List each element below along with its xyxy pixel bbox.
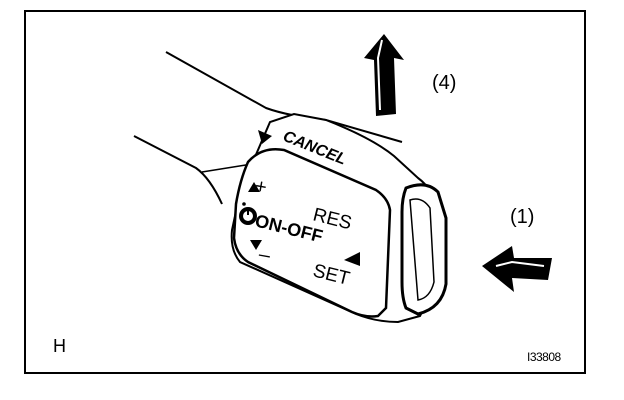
plus-label: + [253, 175, 268, 199]
callout-step-4: (4) [432, 72, 457, 94]
diagram-frame: CANCEL RES ON-OFF SET + – (4) (1) H I338… [24, 10, 586, 374]
minus-label: – [257, 243, 273, 267]
corner-letter: H [53, 336, 66, 356]
up-arrow-icon [364, 34, 404, 116]
left-arrow-icon [482, 246, 552, 292]
lever-end-cap [400, 183, 448, 316]
callout-step-1: (1) [510, 206, 535, 228]
lever-stalk-bottom-edge [133, 135, 223, 205]
lever-face-panel [232, 148, 392, 318]
end-cap-inner [409, 198, 435, 301]
cruise-control-lever-illustration: CANCEL RES ON-OFF SET + – [133, 34, 552, 324]
cancel-pointer-icon [258, 130, 272, 144]
on-off-pointer-icon [344, 252, 360, 266]
up-triangle-icon [248, 182, 260, 192]
down-triangle-icon [250, 240, 262, 250]
cruise-symbol-icon [239, 202, 257, 225]
lever-stalk-mid-line [201, 163, 253, 173]
reference-code: I33808 [527, 350, 561, 364]
